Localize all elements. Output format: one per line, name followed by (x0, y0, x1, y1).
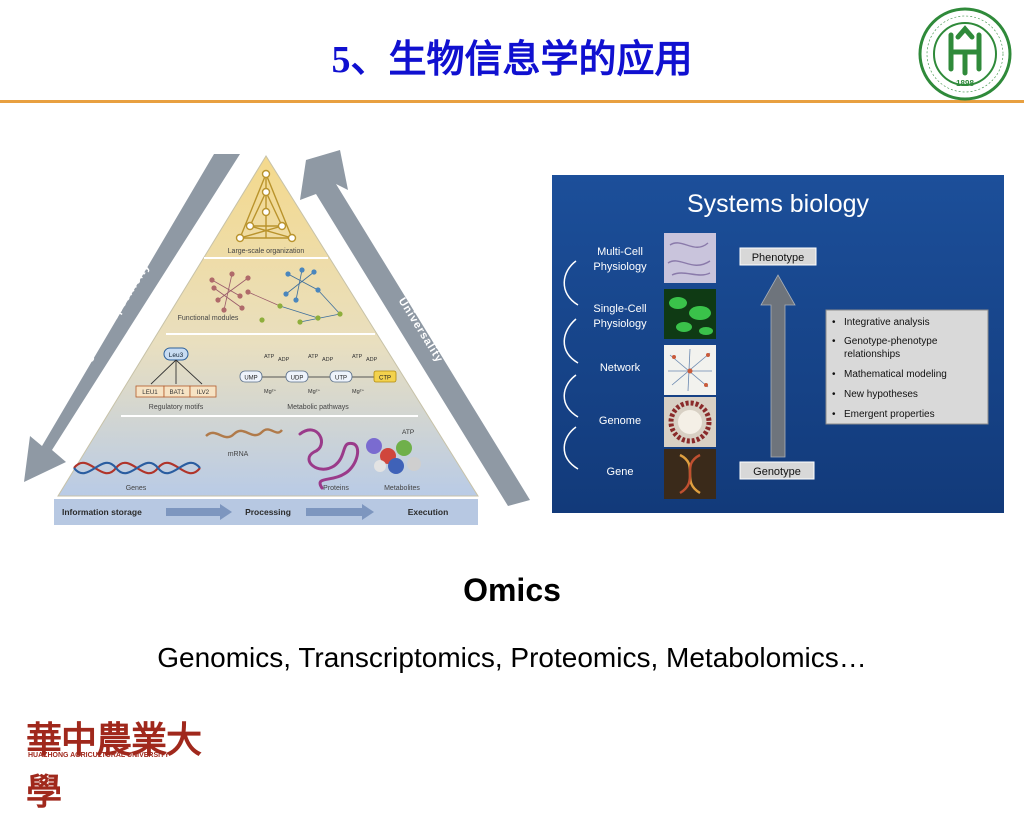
regulator-leu3-label: Leu3 (169, 352, 184, 359)
large-scale-network (238, 172, 294, 239)
flow-bar (54, 499, 478, 525)
systems-biology-bullets-box (825, 309, 989, 425)
gene-bat1-label: BAT1 (169, 389, 185, 396)
genotype-label: Genotype (753, 466, 801, 478)
bullet-genotype-phenotype-line2: relationships (844, 349, 900, 360)
level-multi-cell-line1: Multi-Cell (597, 246, 643, 258)
level-large-scale-label: Large-scale organization (228, 248, 305, 255)
processing-label: Processing (245, 507, 291, 517)
information-storage-label: Information storage (62, 507, 142, 517)
atp-label-2: ATP (308, 354, 319, 360)
gene-ilv2-label: ILV2 (197, 389, 210, 396)
university-name-logo: 華中農業大學 HUAZHONG AGRICULTURAL UNIVERSITY (26, 711, 216, 813)
pathway-ump-label: UMP (244, 376, 257, 382)
metabolite-molecule-icon (366, 438, 421, 474)
universality-arrow (300, 150, 530, 506)
level-genome-label: Genome (599, 415, 641, 427)
multi-cell-thumbnail (664, 233, 716, 283)
genotype-box (739, 461, 815, 480)
mg-label-1: Mg²⁺ (264, 388, 276, 395)
mrna-label: mRNA (228, 451, 249, 458)
functional-module-cluster-left (211, 273, 281, 311)
seal-year: 1898 (956, 79, 974, 88)
level-gene-label: Gene (607, 466, 634, 478)
omics-heading: Omics (463, 572, 561, 608)
mg-label-3: Mg²⁺ (352, 388, 364, 395)
metabolic-pathway: UMP UDP UTP CTP ATP ADP ATP ADP ATP ADP … (239, 354, 397, 411)
dna-helix-icon (73, 461, 201, 475)
organism-specificity-arrow (24, 154, 240, 482)
level-functional-modules-label: Functional modules (178, 315, 239, 322)
university-name-english: HUAZHONG AGRICULTURAL UNIVERSITY (28, 752, 170, 759)
bullet-genotype-phenotype-line1: Genotype-phenotype (844, 336, 938, 347)
omics-list: Genomics, Transcriptomics, Proteomics, M… (157, 642, 867, 673)
atp-label-3: ATP (352, 354, 363, 360)
phenotype-box (739, 247, 817, 266)
phenotype-label: Phenotype (752, 252, 805, 264)
svg-text:•: • (832, 369, 836, 380)
execution-label: Execution (408, 507, 449, 517)
svg-text:•: • (832, 336, 836, 347)
title-divider (0, 100, 1024, 103)
functional-module-cluster-right (279, 269, 341, 323)
protein-fold-icon (298, 428, 360, 490)
svg-text:•: • (832, 409, 836, 420)
bullet-emergent-properties: Emergent properties (844, 409, 935, 420)
pyramid-body (57, 155, 479, 497)
genes-label: Genes (126, 485, 147, 492)
pathway-utp-label: UTP (335, 376, 347, 382)
pathway-udp-label: UDP (291, 376, 304, 382)
genotype-to-phenotype-arrow (760, 274, 796, 458)
mrna-strand-icon (205, 428, 283, 439)
regulatory-target-genes: LEU1 BAT1 ILV2 (135, 385, 217, 398)
level-network-label: Network (600, 362, 641, 374)
bullet-integrative-analysis: Integrative analysis (844, 317, 930, 328)
level-connector-arrows (563, 260, 579, 470)
mg-label-2: Mg²⁺ (308, 388, 320, 395)
level-regulatory-motifs-label: Regulatory motifs (149, 404, 204, 411)
atp-label-1: ATP (264, 354, 275, 360)
systems-biology-title: Systems biology (687, 190, 870, 218)
gene-leu1-label: LEU1 (142, 389, 158, 396)
proteins-label: Proteins (323, 485, 349, 492)
adp-label-3: ADP (366, 357, 378, 363)
adp-label-1: ADP (278, 357, 290, 363)
svg-text:•: • (832, 389, 836, 400)
organism-specificity-label: Organism specificity (74, 261, 152, 376)
level-multi-cell-line2: Physiology (593, 261, 647, 273)
metabolite-atp-label: ATP (402, 429, 414, 436)
level-single-cell-line2: Physiology (593, 318, 647, 330)
omics-pyramid-diagram: Organism specificity Universality Large-… (24, 150, 530, 525)
bullet-new-hypotheses: New hypotheses (844, 389, 918, 400)
university-name-chinese: 華中農業大學 (26, 719, 202, 813)
level-metabolic-pathways-label: Metabolic pathways (287, 404, 349, 411)
slide-title: 5、生物信息学的应用 (331, 39, 693, 81)
level-single-cell-line1: Single-Cell (593, 303, 646, 315)
university-seal-logo: 1898 (918, 7, 1012, 101)
pathway-ctp-label: CTP (379, 376, 391, 382)
bullet-mathematical-modeling: Mathematical modeling (844, 369, 947, 380)
metabolites-label: Metabolites (384, 485, 420, 492)
adp-label-2: ADP (322, 357, 334, 363)
svg-text:•: • (832, 317, 836, 328)
systems-biology-panel: Systems biology Multi-Cell Physiology Si… (552, 175, 1004, 513)
